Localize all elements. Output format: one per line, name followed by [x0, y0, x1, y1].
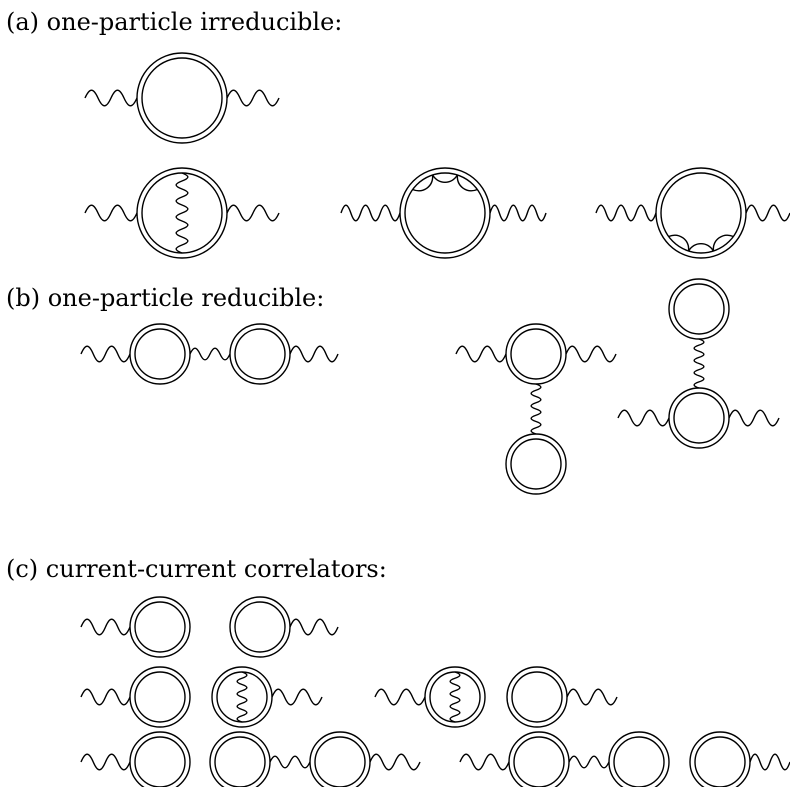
photon-line — [459, 753, 510, 771]
photon-line — [617, 409, 670, 427]
photon-line — [595, 204, 657, 222]
fermion-loop-inner — [613, 736, 665, 787]
photon-line — [80, 753, 131, 771]
photon-line — [84, 204, 138, 222]
fermion-loop-inner — [511, 671, 563, 723]
section-c-label: (c) current-current correlators: — [6, 555, 387, 583]
photon-line — [80, 618, 131, 636]
internal-photon-line — [236, 671, 248, 723]
fermion-loop-inner — [141, 57, 223, 139]
fermion-loop-outer — [229, 596, 291, 658]
diagram-c5 — [459, 731, 790, 787]
fermion-loop-outer — [505, 323, 567, 385]
fermion-loop-outer — [129, 731, 191, 787]
fermion-loop-inner — [214, 736, 266, 787]
photon-line — [84, 89, 138, 107]
fermion-loop-outer — [309, 731, 371, 787]
diagram-c4 — [80, 731, 421, 787]
fermion-loop-inner — [234, 328, 286, 380]
fermion-loop-outer — [668, 278, 730, 340]
fermion-loop-outer — [129, 323, 191, 385]
self-energy-photon-line — [668, 234, 734, 252]
fermion-loop-outer — [505, 433, 567, 495]
fermion-loop-inner — [234, 601, 286, 653]
fermion-loop-inner — [134, 601, 186, 653]
photon-line — [189, 347, 231, 361]
fermion-loop-inner — [510, 328, 562, 380]
fermion-loop-inner — [134, 328, 186, 380]
diagram-c2 — [80, 666, 323, 728]
diagram-b3 — [617, 278, 780, 449]
fermion-loop-outer — [229, 323, 291, 385]
photon-line — [745, 204, 790, 222]
photon-line — [374, 688, 426, 706]
photon-line — [568, 755, 610, 769]
photon-line — [271, 688, 323, 706]
photon-line — [340, 204, 401, 222]
fermion-loop-outer — [608, 731, 670, 787]
fermion-loop-outer — [209, 731, 271, 787]
fermion-loop-inner — [660, 172, 742, 254]
internal-photon-line — [175, 172, 189, 254]
fermion-loop-inner — [510, 438, 562, 490]
section-b-label: (b) one-particle reducible: — [6, 284, 325, 312]
photon-line — [226, 204, 280, 222]
diagram-c1 — [80, 596, 339, 658]
fermion-loop-inner — [513, 736, 565, 787]
photon-line — [80, 345, 131, 363]
photon-line — [269, 755, 311, 769]
photon-line — [489, 204, 547, 222]
diagram-a2 — [84, 167, 280, 259]
photon-line — [369, 753, 421, 771]
fermion-loop-inner — [404, 172, 486, 254]
photon-line — [455, 345, 507, 363]
internal-photon-line — [530, 383, 542, 435]
diagram-b2 — [455, 323, 617, 495]
diagram-c3 — [374, 666, 618, 728]
photon-line — [289, 345, 339, 363]
self-energy-photon-line — [412, 174, 478, 192]
photon-line — [289, 618, 339, 636]
fermion-loop-outer — [399, 167, 491, 259]
fermion-loop-inner — [134, 736, 186, 787]
photon-line — [565, 345, 617, 363]
fermion-loop-outer — [506, 666, 568, 728]
fermion-loop-inner — [314, 736, 366, 787]
fermion-loop-outer — [655, 167, 747, 259]
fermion-loop-outer — [129, 666, 191, 728]
fermion-loop-outer — [136, 52, 228, 144]
diagram-b1 — [80, 323, 339, 385]
fermion-loop-inner — [673, 283, 725, 335]
fermion-loop-outer — [689, 731, 751, 787]
internal-photon-line — [449, 671, 461, 723]
internal-photon-line — [693, 338, 705, 389]
photon-line — [749, 753, 790, 771]
fermion-loop-inner — [673, 392, 725, 444]
fermion-loop-inner — [694, 736, 746, 787]
fermion-loop-outer — [129, 596, 191, 658]
photon-line — [80, 688, 131, 706]
diagram-a1 — [84, 52, 280, 144]
diagram-a4 — [595, 167, 790, 259]
fermion-loop-outer — [668, 387, 730, 449]
photon-line — [728, 409, 780, 427]
photon-line — [566, 688, 618, 706]
fermion-loop-outer — [508, 731, 570, 787]
diagram-a3 — [340, 167, 547, 259]
photon-line — [226, 89, 280, 107]
fermion-loop-inner — [134, 671, 186, 723]
section-a-label: (a) one-particle irreducible: — [6, 8, 343, 36]
